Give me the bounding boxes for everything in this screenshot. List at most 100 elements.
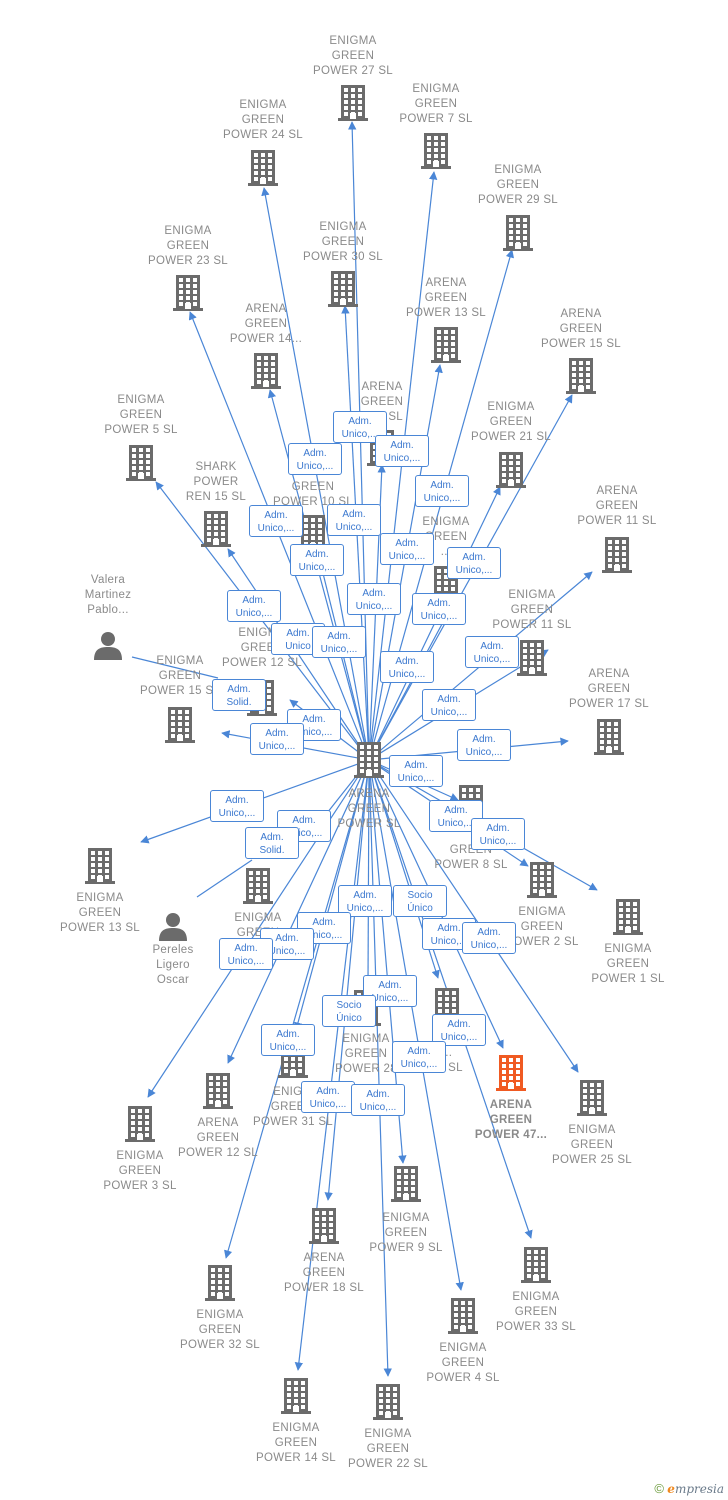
node-label-line: ENIGMA: [239, 99, 287, 111]
relation-badge[interactable]: Adm.Unico,...: [227, 590, 281, 622]
node-label-line: ENIGMA: [568, 1124, 616, 1136]
relation-badge-line: Adm.: [444, 805, 468, 816]
node-label-line: ...: [440, 546, 452, 558]
relation-badge[interactable]: Adm.Unico,...: [261, 1024, 315, 1056]
relation-badge[interactable]: Adm.Unico,...: [432, 1014, 486, 1046]
relation-badge[interactable]: Adm.Unico,...: [338, 885, 392, 917]
relation-badge-line: Adm.: [265, 728, 289, 739]
node-label-line: ARENA: [348, 788, 390, 800]
relation-badge[interactable]: Adm.Unico,...: [462, 922, 516, 954]
empresia-logo-initial: e: [667, 1482, 675, 1496]
relation-badge-line: Unico,...: [298, 562, 336, 573]
relation-badge[interactable]: Adm.Unico,...: [422, 689, 476, 721]
relation-badge[interactable]: Adm.Unico,...: [312, 626, 366, 658]
node-label-line: POWER 9 SL: [369, 1242, 443, 1254]
relation-badge[interactable]: Adm.Solid.: [245, 827, 299, 859]
relation-badge[interactable]: Adm.Unico,...: [290, 544, 344, 576]
building-icon: [173, 275, 203, 316]
relation-badge[interactable]: Adm.Unico,...: [327, 504, 381, 536]
node-label-line: ARENA: [361, 381, 403, 393]
node-label-line: GREEN: [291, 481, 335, 493]
relation-badge[interactable]: Adm.Unico,...: [380, 651, 434, 683]
relation-badge-line: Unico,...: [257, 523, 295, 534]
relation-badge-line: Unico,...: [479, 836, 517, 847]
relation-badge[interactable]: Adm.Unico,...: [363, 975, 417, 1007]
relation-badge[interactable]: Adm.Unico,...: [210, 790, 264, 822]
relation-badge-line: Unico,...: [440, 1032, 478, 1043]
relation-badge-line: Unico,...: [268, 946, 306, 957]
relation-badge[interactable]: Adm.Unico,...: [347, 583, 401, 615]
node-label-line: GREEN: [441, 1357, 485, 1369]
node-label-line: GREEN: [414, 98, 458, 110]
building-icon: [126, 445, 156, 486]
relation-badge-line: Unico,...: [470, 940, 508, 951]
node-label-line: GREEN: [321, 236, 365, 248]
empresia-footer[interactable]: © empresia: [654, 1481, 724, 1496]
relation-badge[interactable]: Adm.Unico,...: [412, 593, 466, 625]
relation-badge[interactable]: Adm.Unico,...: [457, 729, 511, 761]
building-icon: [309, 1208, 339, 1249]
relation-badge[interactable]: Adm.Unico,...: [380, 533, 434, 565]
relation-badge-line: Adm.: [316, 1086, 340, 1097]
relation-badge-line: Unico,...: [430, 936, 468, 947]
relation-badge[interactable]: Adm.Unico,...: [250, 723, 304, 755]
relation-badge[interactable]: Adm.Unico,...: [288, 443, 342, 475]
relation-badge[interactable]: Adm.Unico,...: [447, 547, 501, 579]
relation-badge[interactable]: Adm.Unico,...: [219, 938, 273, 970]
relation-badge[interactable]: Adm.Unico,...: [375, 435, 429, 467]
relation-badge[interactable]: Adm.Solid.: [212, 679, 266, 711]
node-label-line: POWER 17 SL: [569, 698, 649, 710]
relation-badge[interactable]: Adm.Unico,...: [471, 818, 525, 850]
node-label-line: POWER 11 SL: [577, 515, 657, 527]
relation-badge[interactable]: Adm.Unico,...: [415, 475, 469, 507]
relation-badge[interactable]: Adm.Unico,...: [351, 1084, 405, 1116]
node-label-line: GREEN: [570, 1139, 614, 1151]
relation-badge[interactable]: Adm.Unico,...: [389, 755, 443, 787]
relation-badge[interactable]: Adm.Unico,...: [392, 1041, 446, 1073]
relation-badge[interactable]: Adm.Unico,...: [301, 1081, 355, 1113]
relation-badge[interactable]: Adm.Unico,...: [249, 505, 303, 537]
node-label-line: GREEN: [559, 323, 603, 335]
relation-badge[interactable]: Adm.Unico,...: [465, 636, 519, 668]
